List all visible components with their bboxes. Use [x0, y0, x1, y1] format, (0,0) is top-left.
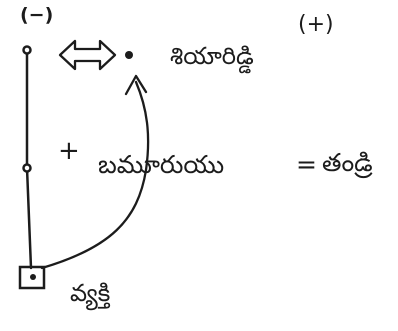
- node-top-right: [125, 51, 133, 59]
- curved-arrow: [40, 80, 150, 270]
- node-box: [18, 265, 46, 290]
- sign-plus-label: (+): [298, 12, 334, 37]
- middle-plus-label: +: [58, 136, 80, 166]
- bottom-word-label: వ్యక్తి: [70, 279, 111, 307]
- equation-right-label: తండ్రి: [322, 148, 373, 177]
- curved-arrow-head: [124, 74, 148, 96]
- top-word-label: శియారిడ్డి: [170, 42, 254, 70]
- equation-equals-sign: =: [296, 150, 317, 179]
- equation-left-label: బమూరుయు: [98, 150, 225, 179]
- double-arrow: [58, 39, 117, 71]
- sign-minus-label: (−): [20, 4, 54, 26]
- node-middle: [22, 163, 32, 173]
- node-box-dot: [30, 274, 36, 280]
- node-top-left: [22, 45, 32, 55]
- vertical-line: [25, 52, 33, 270]
